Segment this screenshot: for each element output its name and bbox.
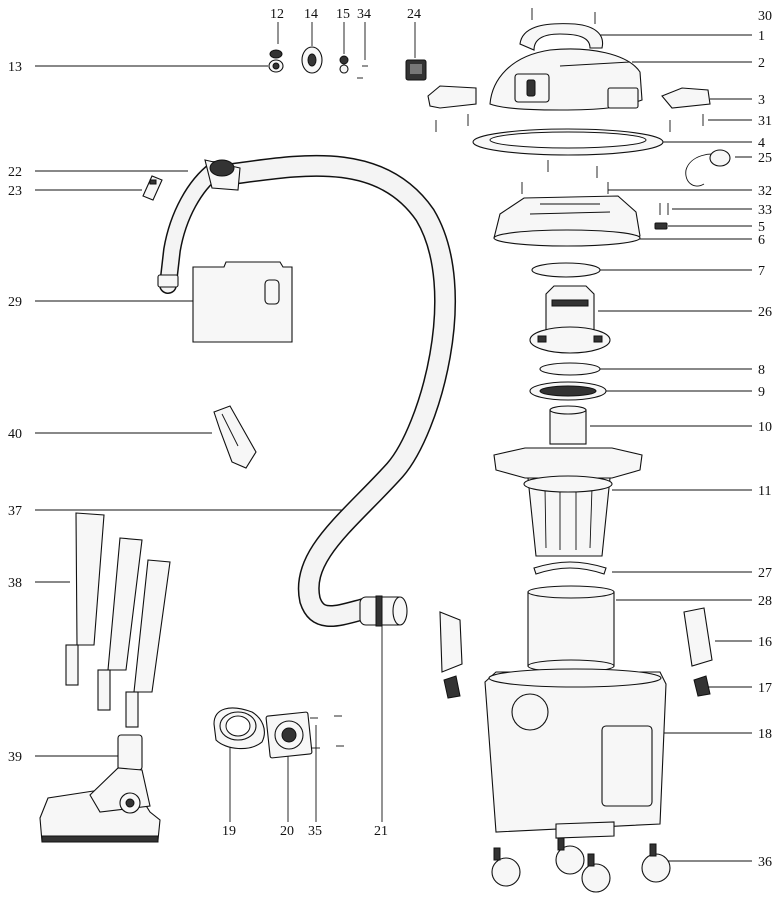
label-part-38: 38 — [8, 576, 22, 591]
label-part-27: 27 — [758, 566, 772, 581]
label-part-34: 34 — [357, 7, 371, 22]
label-part-33: 33 — [758, 203, 772, 218]
hose-cuff — [359, 595, 408, 627]
label-part-18: 18 — [758, 727, 772, 742]
extension-tubes — [65, 512, 171, 728]
label-part-25: 25 — [758, 151, 772, 166]
label-part-10: 10 — [758, 420, 772, 435]
label-part-12: 12 — [270, 7, 284, 22]
label-part-6: 6 — [758, 233, 765, 248]
label-part-31: 31 — [758, 114, 772, 129]
label-part-26: 26 — [758, 305, 772, 320]
label-part-30: 30 — [758, 9, 772, 24]
label-part-1: 1 — [758, 29, 765, 44]
label-part-9: 9 — [758, 385, 765, 400]
label-part-11: 11 — [758, 484, 771, 499]
label-part-15: 15 — [336, 7, 350, 22]
inlet-parts — [213, 707, 344, 759]
label-part-23: 23 — [8, 184, 22, 199]
handle-wand — [157, 159, 241, 294]
label-part-24: 24 — [407, 7, 421, 22]
leader-lines — [35, 22, 752, 862]
label-part-4: 4 — [758, 136, 765, 151]
floor-brush — [39, 734, 161, 843]
small-parts-top — [268, 46, 427, 81]
label-part-3: 3 — [758, 93, 765, 108]
suction-hose — [221, 154, 456, 627]
hose-clip — [142, 175, 163, 201]
motor-head-assembly — [427, 8, 731, 893]
label-part-19: 19 — [222, 824, 236, 839]
label-part-28: 28 — [758, 594, 772, 609]
label-part-16: 16 — [758, 635, 772, 650]
label-part-37: 37 — [8, 504, 22, 519]
label-part-29: 29 — [8, 295, 22, 310]
label-part-32: 32 — [758, 184, 772, 199]
part-labels: 30 1 2 3 31 4 25 32 33 5 6 7 26 8 9 10 1… — [8, 7, 772, 870]
label-part-17: 17 — [758, 681, 772, 696]
label-part-5: 5 — [758, 220, 765, 235]
dust-bag — [192, 261, 293, 343]
label-part-39: 39 — [8, 750, 22, 765]
label-part-2: 2 — [758, 56, 765, 71]
label-part-36: 36 — [758, 855, 772, 870]
label-part-7: 7 — [758, 264, 765, 279]
crevice-nozzle — [213, 405, 257, 469]
label-part-35: 35 — [308, 824, 322, 839]
label-part-14: 14 — [304, 7, 318, 22]
label-part-20: 20 — [280, 824, 294, 839]
label-part-21: 21 — [374, 824, 388, 839]
label-part-22: 22 — [8, 165, 22, 180]
label-part-8: 8 — [758, 363, 765, 378]
label-part-40: 40 — [8, 427, 22, 442]
label-part-13: 13 — [8, 60, 22, 75]
